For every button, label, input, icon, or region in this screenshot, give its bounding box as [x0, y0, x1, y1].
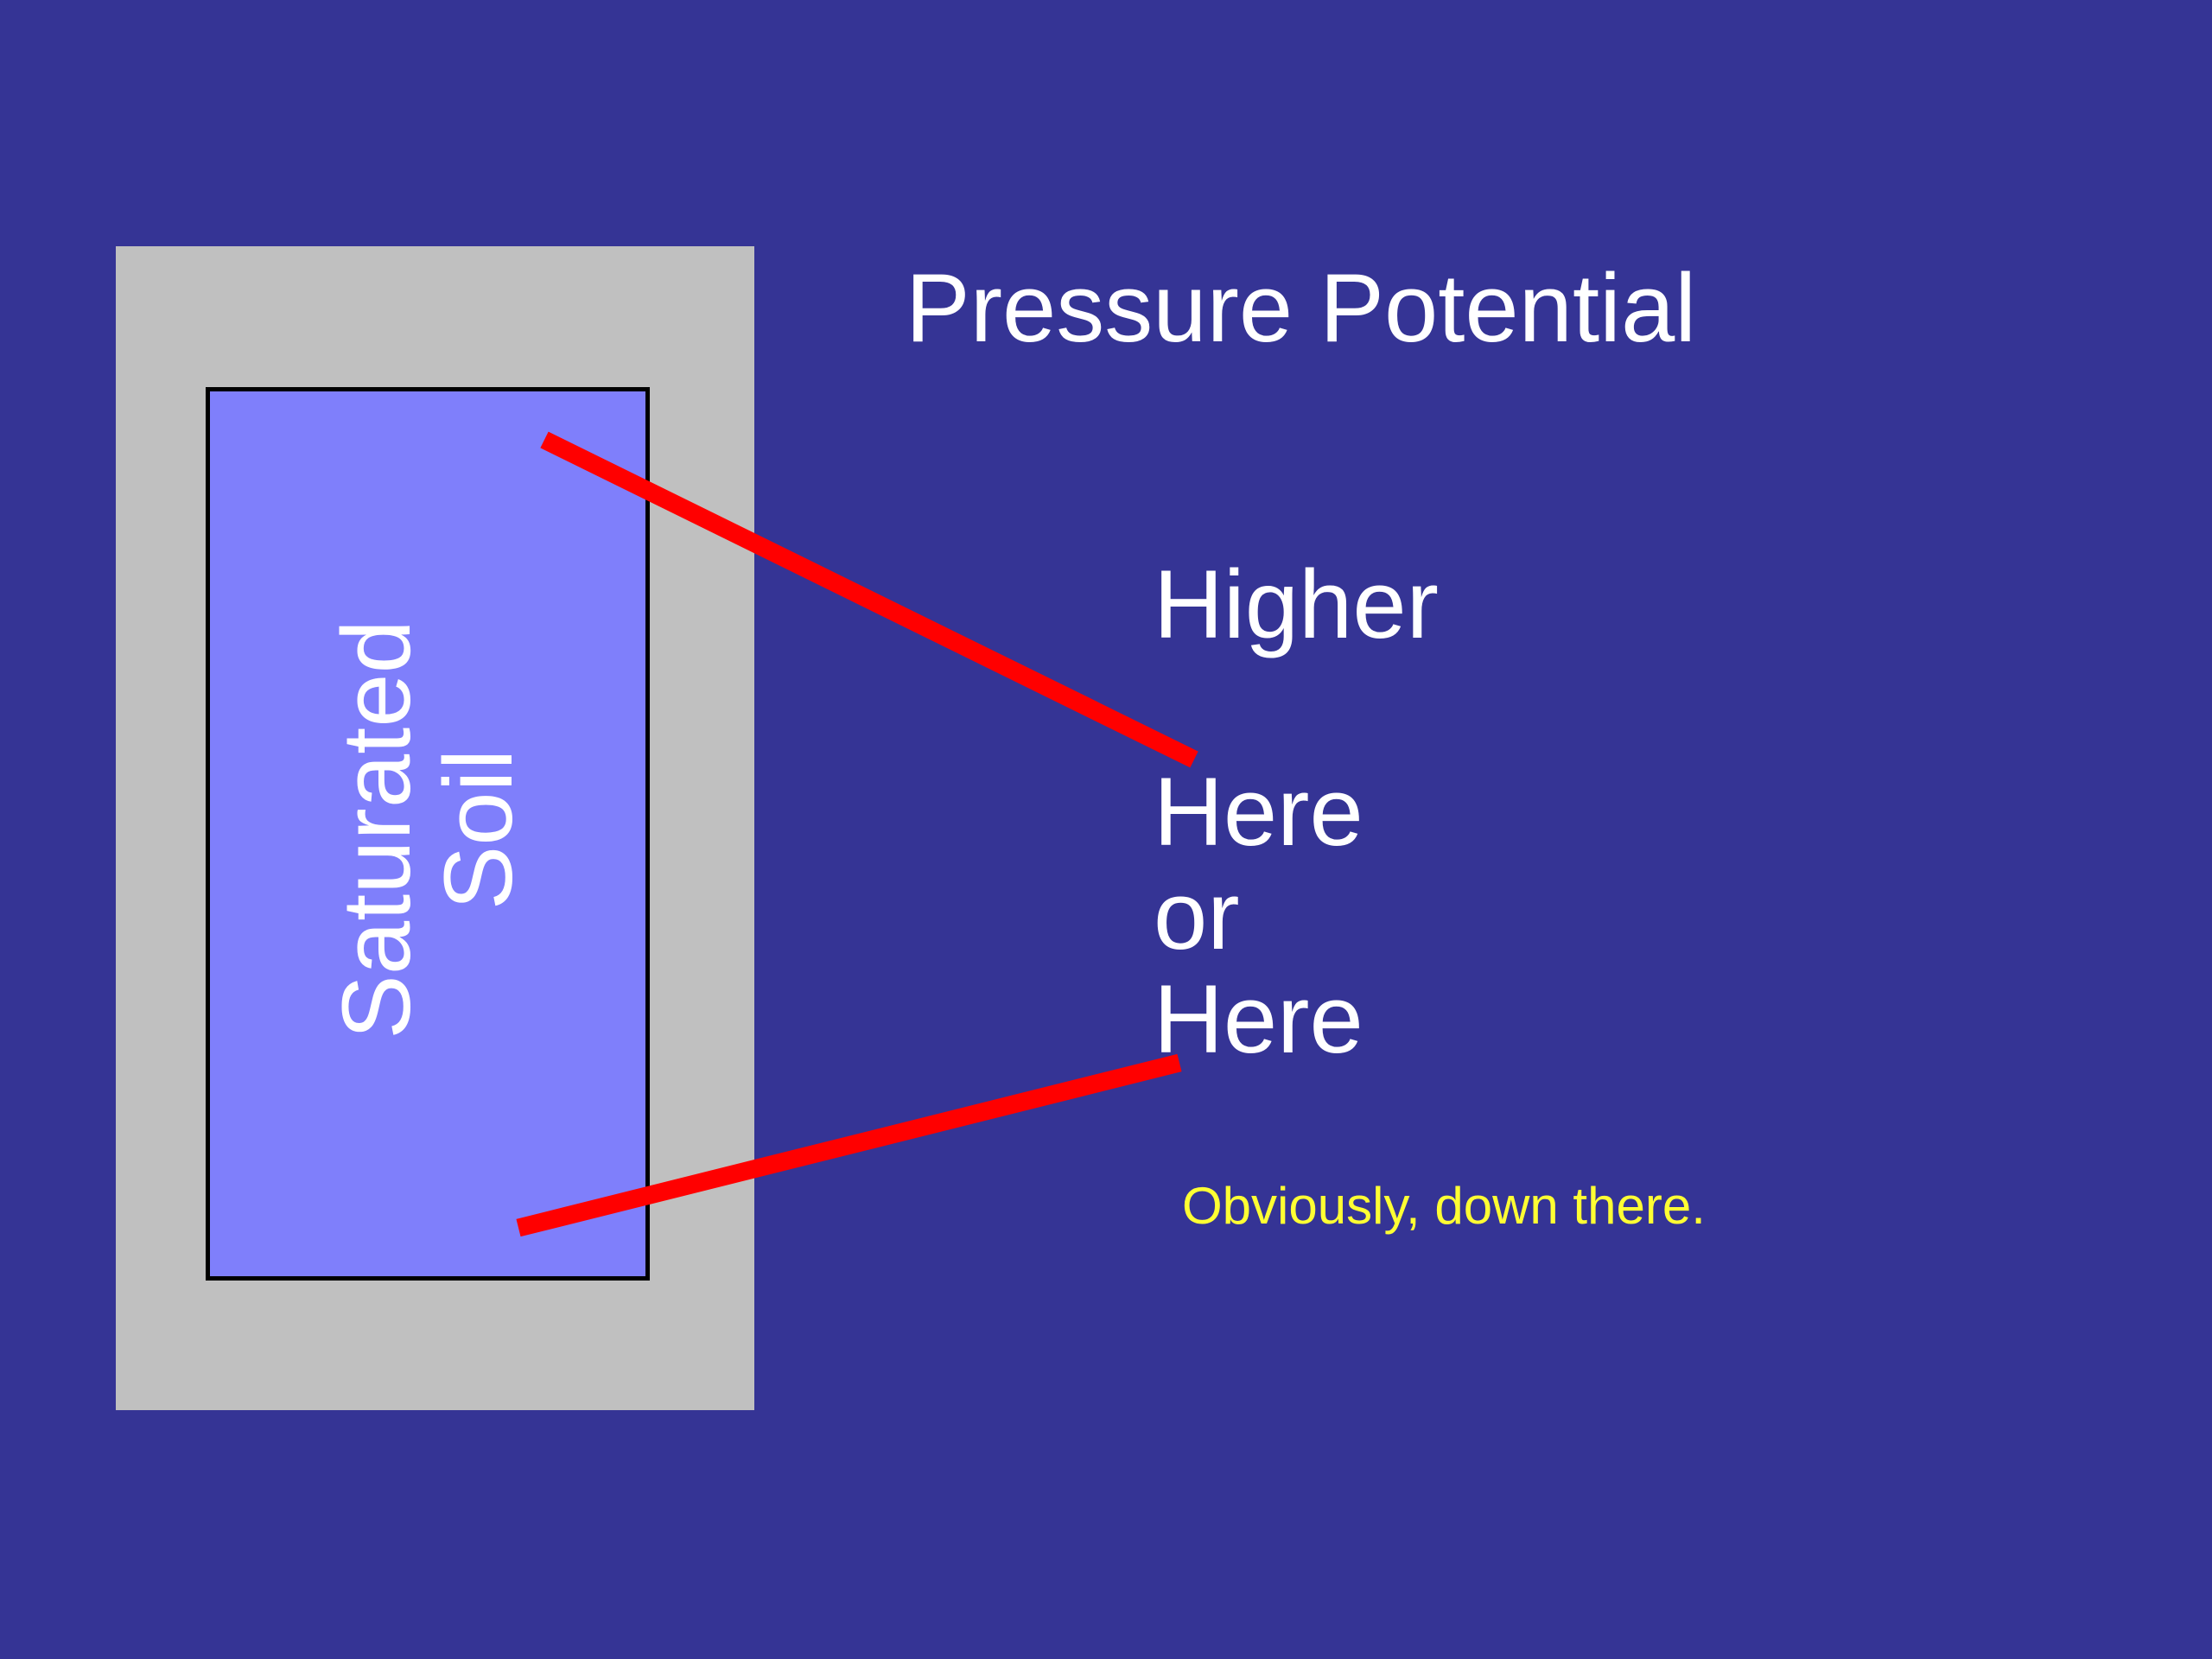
- soil-label: Saturated Soil: [322, 527, 532, 1132]
- slide-title: Pressure Potential: [906, 254, 1697, 362]
- or-label: or: [1154, 861, 1240, 969]
- higher-label: Higher: [1154, 550, 1439, 658]
- soil-label-line-2: Soil: [424, 748, 532, 911]
- answer-note: Obviously, down there.: [1182, 1177, 1706, 1235]
- here-label-top: Here: [1154, 758, 1363, 866]
- soil-label-line-1: Saturated: [322, 620, 430, 1039]
- here-label-bottom: Here: [1154, 965, 1363, 1073]
